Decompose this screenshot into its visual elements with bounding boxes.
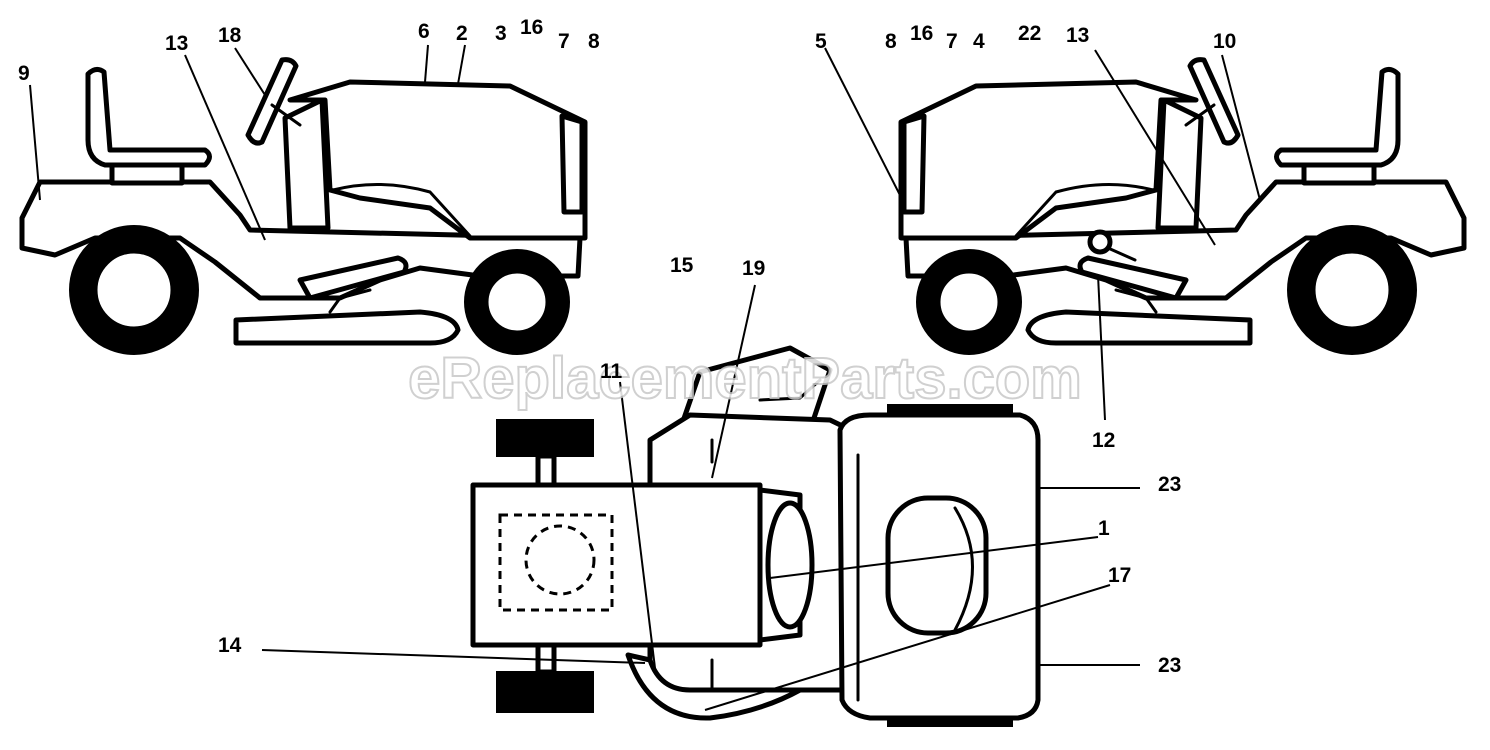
callout-9: 9 bbox=[18, 62, 30, 85]
callout-15: 15 bbox=[670, 254, 694, 277]
callout-4: 4 bbox=[973, 30, 985, 53]
callout-22: 22 bbox=[1018, 22, 1041, 45]
top-view-tractor bbox=[470, 345, 1041, 727]
callout-10: 10 bbox=[1213, 30, 1236, 53]
callout-8: 8 bbox=[885, 30, 897, 53]
callout-14: 14 bbox=[218, 634, 242, 657]
callout-13: 13 bbox=[1066, 24, 1089, 47]
callout-19: 19 bbox=[742, 257, 765, 280]
callout-18: 18 bbox=[218, 24, 242, 47]
callout-6: 6 bbox=[418, 20, 430, 43]
callout-23: 23 bbox=[1158, 654, 1181, 677]
callout-8: 8 bbox=[588, 30, 600, 53]
callout-5: 5 bbox=[815, 30, 827, 53]
callout-11: 11 bbox=[600, 360, 623, 383]
right-side-view-tractor bbox=[898, 57, 1467, 355]
callout-23: 23 bbox=[1158, 473, 1181, 496]
callout-16: 16 bbox=[520, 16, 543, 39]
callout-1: 1 bbox=[1098, 517, 1110, 540]
callout-3: 3 bbox=[495, 22, 507, 45]
leader-lines bbox=[29, 44, 1261, 711]
lever-knob bbox=[1087, 229, 1137, 262]
callout-7: 7 bbox=[946, 30, 958, 53]
callout-16: 16 bbox=[910, 22, 933, 45]
left-side-view-tractor bbox=[19, 57, 588, 355]
callout-12: 12 bbox=[1092, 429, 1115, 452]
callout-7: 7 bbox=[558, 30, 570, 53]
callout-13: 13 bbox=[165, 32, 188, 55]
callout-2: 2 bbox=[456, 22, 468, 45]
callout-17: 17 bbox=[1108, 564, 1131, 587]
watermark-text: eReplacementParts.com bbox=[408, 346, 1082, 411]
